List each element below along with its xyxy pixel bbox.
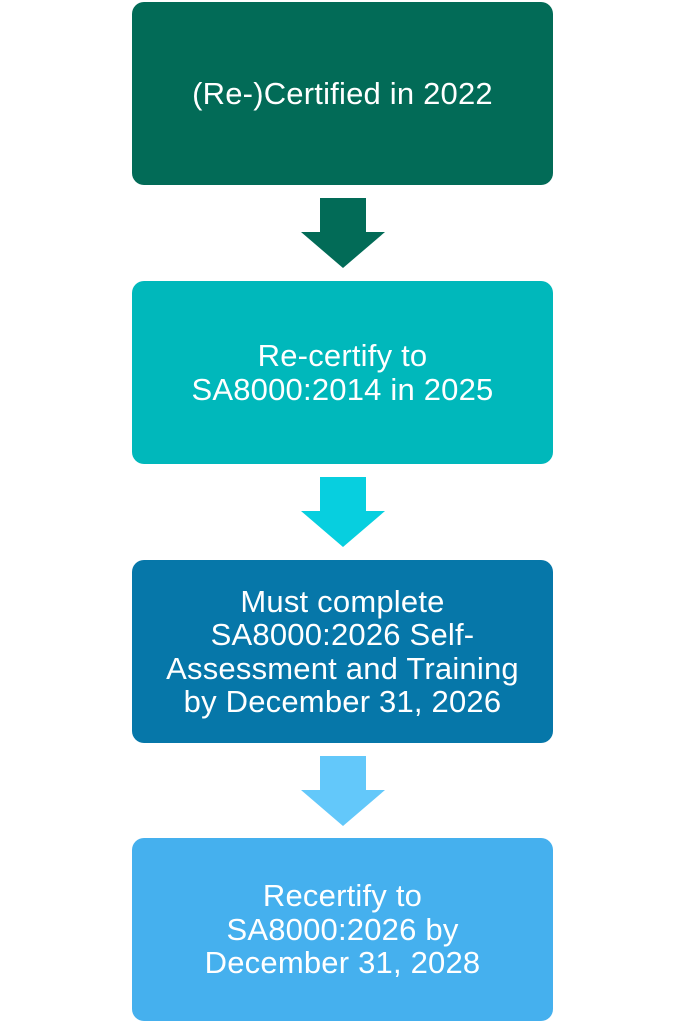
down-arrow-icon [301, 477, 385, 547]
step-box-recertify-2028: Recertify to SA8000:2026 by December 31,… [132, 838, 553, 1021]
down-arrow-icon [301, 756, 385, 826]
step-box-recertify-2025: Re-certify to SA8000:2014 in 2025 [132, 281, 553, 464]
step-label: Re-certify to SA8000:2014 in 2025 [191, 338, 494, 407]
down-arrow-icon [301, 198, 385, 268]
step-box-certified-2022: (Re-)Certified in 2022 [132, 2, 553, 185]
step-box-self-assessment-2026: Must complete SA8000:2026 Self- Assessme… [132, 560, 553, 743]
step-label: Must complete SA8000:2026 Self- Assessme… [166, 583, 519, 719]
step-label: Recertify to SA8000:2026 by December 31,… [204, 878, 481, 981]
arrow-shape [301, 477, 385, 547]
arrow-shape [301, 198, 385, 268]
step-label: (Re-)Certified in 2022 [192, 75, 493, 111]
arrow-shape [301, 756, 385, 826]
